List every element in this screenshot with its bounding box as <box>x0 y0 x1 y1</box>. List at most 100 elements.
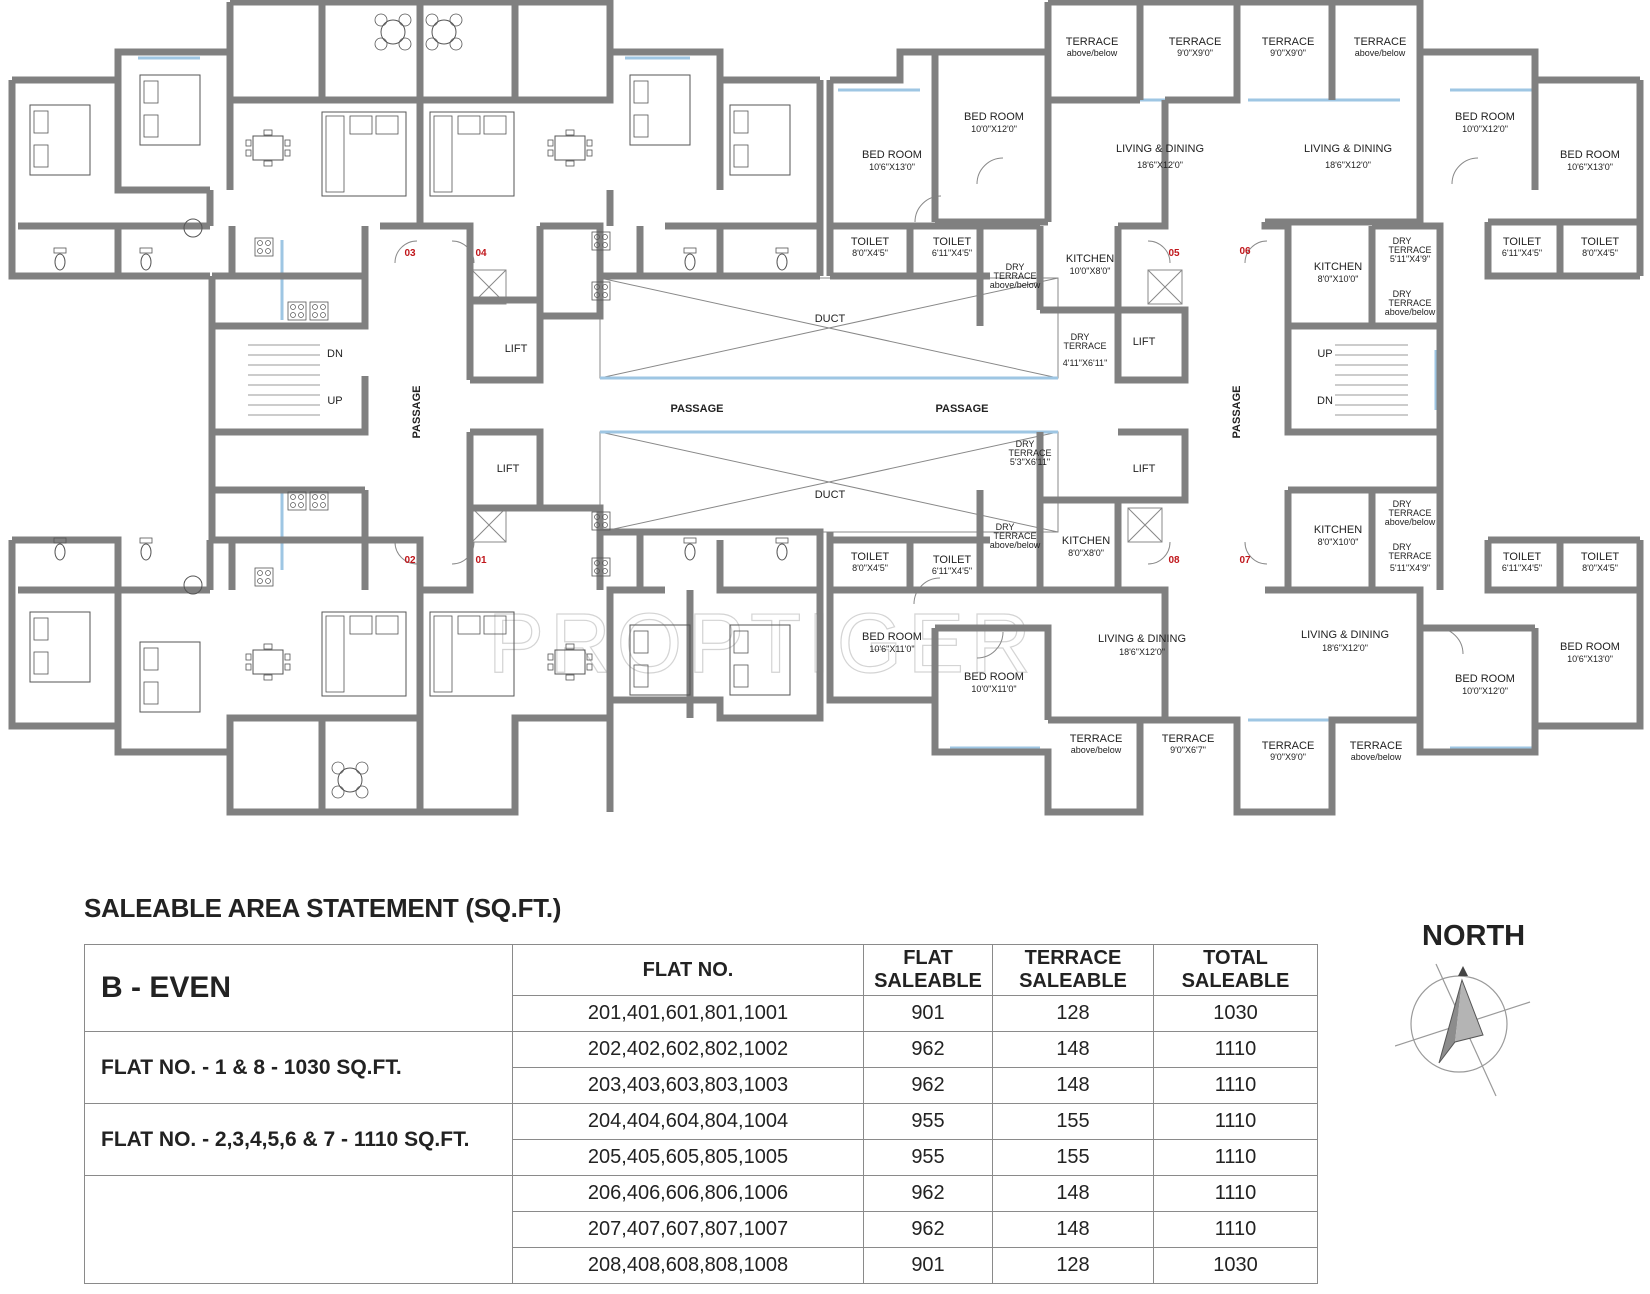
room-dim: 10'6"X13'0" <box>869 162 915 172</box>
room-label: TOILET <box>851 236 890 248</box>
room-dim: 6'11"X4'5" <box>1502 563 1542 573</box>
room-dim: 10'6"X13'0" <box>1567 162 1613 172</box>
room-label: TOILET <box>933 236 972 248</box>
floor-plan: PROPTIGER <box>8 0 1644 816</box>
cell-flat-saleable: 901 <box>863 1247 993 1284</box>
room-label: KITCHEN <box>1062 535 1110 547</box>
room-label: DRY <box>1016 439 1035 449</box>
cell-flats: 204,404,604,804,1004 <box>512 1103 864 1140</box>
table-row: FLAT NO. - 1 & 8 - 1030 SQ.FT. 202,402,6… <box>84 1031 1318 1104</box>
room-dim: 18'6"X12'0" <box>1119 647 1165 657</box>
room-label: TERRACE <box>1162 733 1215 745</box>
cell-flat-saleable: 962 <box>863 1067 993 1104</box>
room-dim: 9'0"X9'0" <box>1270 48 1306 58</box>
cell-flats: 208,408,608,808,1008 <box>512 1247 864 1284</box>
header-line: FLAT <box>903 947 953 969</box>
room-label: BED ROOM <box>862 149 922 161</box>
room-dim: 9'0"X6'7" <box>1170 745 1206 755</box>
header-line: SALEABLE <box>874 970 982 992</box>
room-label: DRY <box>1006 262 1025 272</box>
room-dim: 10'6"X11'0" <box>869 644 914 654</box>
room-label: BED ROOM <box>964 671 1024 683</box>
duct-label: DUCT <box>815 313 846 325</box>
room-label: LIVING & DINING <box>1304 143 1392 155</box>
room-dim: 5'3"X6'11" <box>1010 457 1050 467</box>
room-label: TERRACE <box>1063 341 1106 351</box>
cell-total: 1110 <box>1153 1031 1318 1068</box>
lift-label: LIFT <box>1133 336 1156 348</box>
room-label: BED ROOM <box>1455 111 1515 123</box>
room-label: DRY <box>1393 499 1412 509</box>
room-label: TERRACE <box>1070 733 1123 745</box>
room-dim: 10'0"X8'0" <box>1070 266 1111 276</box>
flat-number-03: 03 <box>404 248 416 259</box>
room-dim: above/below <box>1351 752 1402 762</box>
room-label: TOILET <box>1503 551 1542 563</box>
header-line: SALEABLE <box>1019 970 1127 992</box>
room-dim: 8'0"X10'0" <box>1318 537 1359 547</box>
table-row: 201,401,601,801,1001 901 128 1030 <box>85 995 1318 1032</box>
table-row: 206,406,606,806,1006 962 148 1110 <box>84 1175 1318 1284</box>
room-label: TERRACE <box>1350 740 1403 752</box>
room-label: TERRACE <box>993 531 1036 541</box>
room-label: LIVING & DINING <box>1098 633 1186 645</box>
passage-label: PASSAGE <box>936 403 989 415</box>
room-label: LIVING & DINING <box>1116 143 1204 155</box>
room-dim: above/below <box>990 540 1041 550</box>
room-label: DRY <box>1071 332 1090 342</box>
cell-total: 1110 <box>1153 1139 1318 1176</box>
cell-terrace: 148 <box>992 1031 1154 1068</box>
room-dim: 18'6"X12'0" <box>1137 160 1183 170</box>
cell-flats: 206,406,606,806,1006 <box>512 1175 864 1212</box>
room-label: LIVING & DINING <box>1301 629 1389 641</box>
room-label: BED ROOM <box>1560 149 1620 161</box>
room-label: TOILET <box>1581 551 1620 563</box>
room-dim: 6'11"X4'5" <box>1502 248 1542 258</box>
room-label: TERRACE <box>1354 36 1407 48</box>
table-row: 203,403,603,803,1003 962 148 1110 <box>85 1067 1318 1104</box>
room-dim: above/below <box>1385 517 1436 527</box>
header-line: TOTAL <box>1203 947 1268 969</box>
room-dim: 18'6"X12'0" <box>1322 643 1368 653</box>
north-arrow-icon <box>1395 963 1531 1097</box>
column-header-total-saleable: TOTAL SALEABLE <box>1153 944 1318 996</box>
stair-up-label: UP <box>1317 348 1332 360</box>
cell-terrace: 148 <box>992 1211 1154 1248</box>
room-dim: 8'0"X8'0" <box>1068 548 1104 558</box>
room-dim: 6'11"X4'5" <box>932 248 972 258</box>
room-label: TERRACE <box>1262 36 1315 48</box>
block-label: B - EVEN <box>84 944 513 1032</box>
flat-number-07: 07 <box>1239 555 1251 566</box>
north-label: NORTH <box>1422 920 1526 952</box>
flat-number-01: 01 <box>475 555 487 566</box>
room-dim: 18'6"X12'0" <box>1325 160 1371 170</box>
group-label-1: FLAT NO. - 1 & 8 - 1030 SQ.FT. <box>84 1031 513 1104</box>
lift-label: LIFT <box>1133 463 1156 475</box>
cell-flats: 202,402,602,802,1002 <box>512 1031 864 1068</box>
cell-terrace: 155 <box>992 1139 1154 1176</box>
passage-label: PASSAGE <box>1231 386 1243 439</box>
header-line: SALEABLE <box>1181 970 1290 992</box>
room-dim: above/below <box>1071 745 1122 755</box>
cell-total: 1110 <box>1153 1067 1318 1104</box>
room-dim: 10'0"X12'0" <box>1462 686 1508 696</box>
watermark: PROPTIGER <box>488 596 1037 690</box>
flat-number-04: 04 <box>475 248 487 259</box>
cell-flats: 205,405,605,805,1005 <box>512 1139 864 1176</box>
room-dim: 8'0"X4'5" <box>852 248 888 258</box>
cell-total: 1110 <box>1153 1103 1318 1140</box>
room-label: TOILET <box>1581 236 1620 248</box>
flat-number-06: 06 <box>1239 246 1251 257</box>
room-dim: above/below <box>1385 307 1436 317</box>
column-header-flat-saleable: FLAT SALEABLE <box>863 944 993 996</box>
saleable-area-table: B - EVEN FLAT NO. FLAT SALEABLE TERRACE … <box>84 944 1318 1284</box>
cell-flat-saleable: 955 <box>863 1139 993 1176</box>
cell-terrace: 155 <box>992 1103 1154 1140</box>
room-label: TERRACE <box>1066 36 1119 48</box>
room-label: TERRACE <box>1169 36 1222 48</box>
cell-flats: 207,407,607,807,1007 <box>512 1211 864 1248</box>
room-dim: 9'0"X9'0" <box>1270 752 1306 762</box>
cell-flat-saleable: 962 <box>863 1175 993 1212</box>
cell-total: 1110 <box>1153 1175 1318 1212</box>
table-row: 207,407,607,807,1007 962 148 1110 <box>85 1211 1318 1248</box>
